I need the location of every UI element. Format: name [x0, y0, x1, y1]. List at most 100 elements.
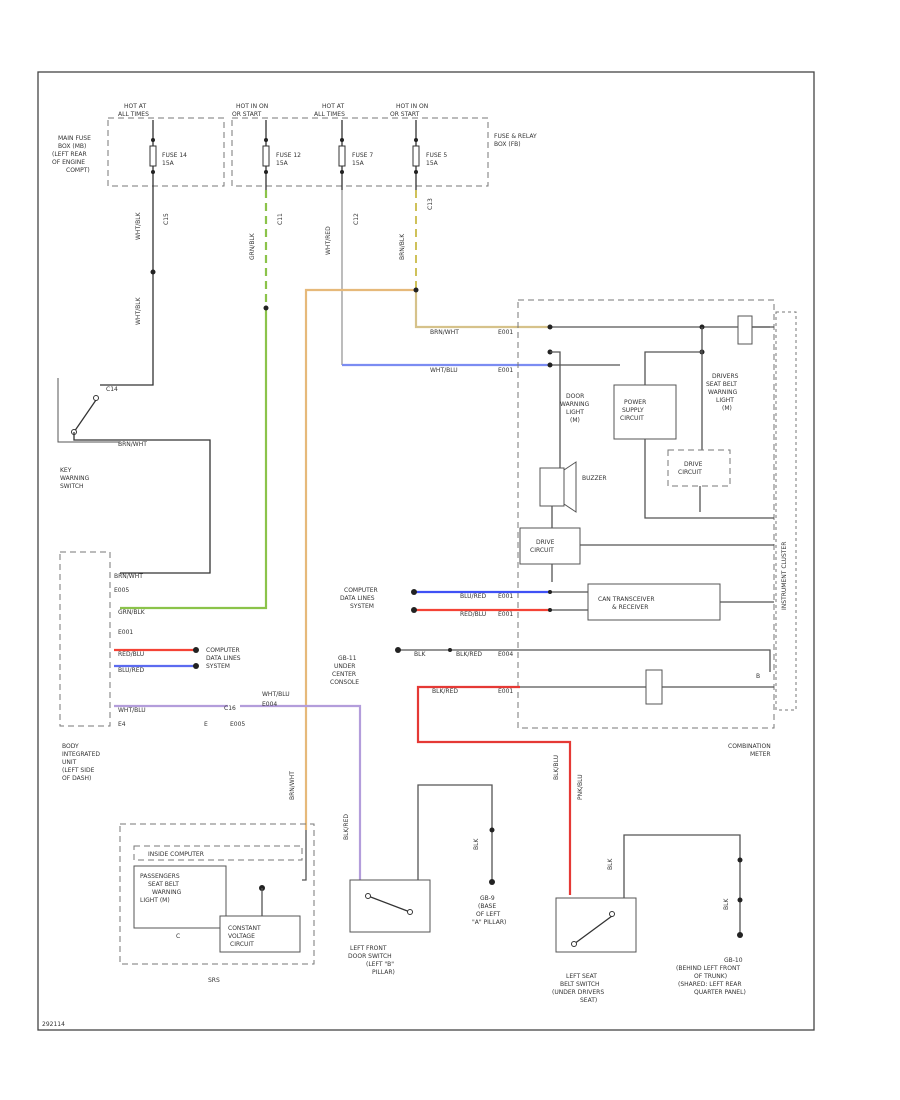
- drive-circuit-2: [667, 449, 731, 487]
- svg-text:E001: E001: [498, 367, 513, 374]
- meter-diode: [645, 669, 663, 705]
- svg-text:BUZZER: BUZZER: [582, 475, 607, 482]
- page-id: 292114: [42, 1021, 65, 1028]
- svg-text:FUSE 12: FUSE 12: [276, 152, 301, 159]
- svg-text:15A: 15A: [276, 160, 289, 167]
- svg-text:BLK/RED: BLK/RED: [432, 688, 458, 695]
- svg-text:CAN TRANSCEIVER& RECEIVER: CAN TRANSCEIVER& RECEIVER: [598, 596, 655, 611]
- hot-label-4: HOT IN ON: [396, 103, 428, 110]
- svg-text:C16: C16: [224, 705, 236, 712]
- svg-text:E001: E001: [498, 688, 513, 695]
- main-fuse-box: [107, 117, 225, 187]
- svg-text:RED/BLU: RED/BLU: [118, 651, 144, 658]
- svg-text:BLU/RED: BLU/RED: [460, 593, 487, 600]
- svg-text:E004: E004: [262, 701, 277, 708]
- srs-voltage-circuit: [219, 915, 301, 953]
- hot-label-3: HOT AT: [322, 103, 344, 110]
- svg-text:B: B: [756, 673, 760, 680]
- drive-circuit-1: [519, 527, 581, 565]
- svg-text:WHT/BLK: WHT/BLK: [135, 211, 142, 240]
- combination-meter: INSTRUMENT CLUSTER: [517, 299, 797, 729]
- svg-text:WHT/BLU: WHT/BLU: [262, 691, 290, 698]
- svg-text:C11: C11: [277, 213, 284, 225]
- svg-text:E001: E001: [118, 629, 133, 636]
- svg-text:BRN/BLK: BRN/BLK: [399, 233, 406, 260]
- svg-text:C14: C14: [106, 386, 118, 393]
- svg-text:RED/BLU: RED/BLU: [460, 611, 486, 618]
- svg-text:PNK/BLU: PNK/BLU: [577, 774, 584, 800]
- wire-orange-combo: [414, 290, 550, 329]
- svg-text:GRN/BLK: GRN/BLK: [249, 232, 256, 260]
- svg-text:E: E: [204, 721, 208, 728]
- svg-text:BLK: BLK: [723, 898, 730, 910]
- svg-text:C12: C12: [353, 213, 360, 225]
- svg-text:GRN/BLK: GRN/BLK: [118, 609, 146, 616]
- svg-text:BLK/BLU: BLK/BLU: [553, 755, 560, 780]
- wire-red-seat: [416, 685, 572, 895]
- svg-text:C: C: [176, 933, 180, 940]
- svg-text:E4: E4: [118, 721, 126, 728]
- instrument-cluster-label: INSTRUMENT CLUSTER: [781, 542, 788, 610]
- svg-text:FUSE 14: FUSE 14: [162, 152, 187, 159]
- wire-green-bcm: [120, 310, 268, 610]
- svg-text:WHT/BLK: WHT/BLK: [135, 296, 142, 325]
- can-transceiver: [587, 583, 721, 621]
- wire-orange: [304, 288, 416, 830]
- body-integrated-unit: BRN/WHT E005 GRN/BLK E001 RED/BLU BLU/RE…: [59, 551, 362, 890]
- svg-text:WHT/BLU: WHT/BLU: [430, 367, 458, 374]
- svg-text:E001: E001: [498, 593, 513, 600]
- svg-text:E001: E001: [498, 611, 513, 618]
- buzzer: BUZZER: [539, 461, 607, 513]
- svg-text:BRN/WHT: BRN/WHT: [118, 441, 147, 448]
- svg-text:WHT/BLU: WHT/BLU: [118, 707, 146, 714]
- wire-bcm-purple: [114, 704, 362, 890]
- svg-text:BLK/RED: BLK/RED: [343, 814, 350, 840]
- svg-text:E004: E004: [498, 651, 513, 658]
- hot-label-1: HOT AT: [124, 103, 146, 110]
- svg-text:BLK: BLK: [607, 858, 614, 870]
- srs-passenger-light: [133, 865, 227, 929]
- svg-text:BLK: BLK: [414, 651, 426, 658]
- svg-text:C13: C13: [427, 198, 434, 210]
- svg-text:BLK: BLK: [473, 838, 480, 850]
- diagram-frame: [37, 71, 815, 1031]
- svg-text:15A: 15A: [426, 160, 439, 167]
- fuse-relay-box: [231, 117, 489, 187]
- svg-text:E005: E005: [114, 587, 129, 594]
- svg-text:BRN/WHT: BRN/WHT: [289, 771, 296, 800]
- svg-text:15A: 15A: [352, 160, 365, 167]
- hot-label-2: HOT IN ON: [236, 103, 268, 110]
- svg-text:BLK/RED: BLK/RED: [456, 651, 482, 658]
- svg-text:WHT/RED: WHT/RED: [325, 226, 332, 255]
- wire-fuse14-key: [100, 190, 154, 386]
- svg-text:E001: E001: [498, 329, 513, 336]
- svg-text:BRN/WHT: BRN/WHT: [430, 329, 459, 336]
